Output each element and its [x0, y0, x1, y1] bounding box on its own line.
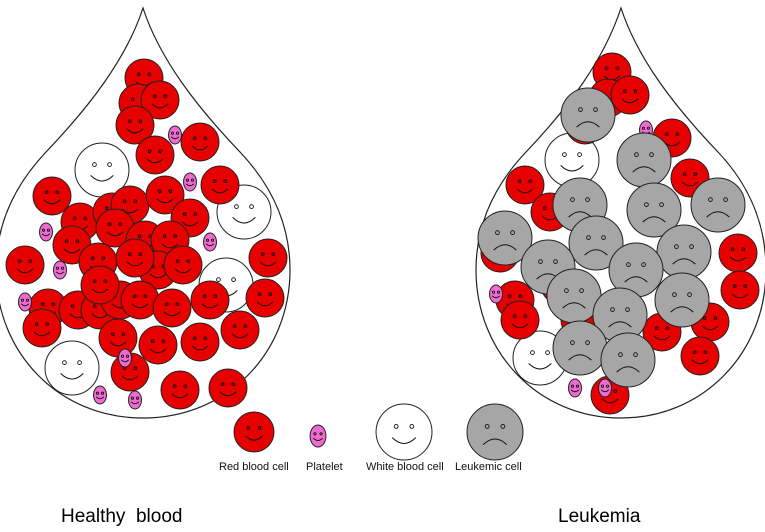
leukemic-cell	[616, 132, 672, 188]
platelet-cell	[128, 390, 142, 410]
leukemic-cell	[568, 215, 624, 271]
platelet-cell	[598, 378, 612, 398]
platelet-cell	[53, 260, 67, 280]
red-cell	[98, 318, 138, 358]
red-cell	[152, 288, 192, 328]
white-cell	[74, 142, 130, 198]
red-cell	[140, 80, 180, 120]
healthy-blood-drop	[0, 6, 291, 419]
leukemic-cell	[654, 272, 710, 328]
red-cell	[135, 135, 175, 175]
red-cell	[180, 322, 220, 362]
leukemia-title: Leukemia	[558, 506, 641, 527]
red-cell	[5, 245, 45, 285]
red-cell	[718, 233, 758, 273]
platelet-cell	[568, 378, 582, 398]
healthy-blood-title: Healthy blood	[61, 506, 182, 527]
leukemic-cell	[656, 224, 712, 280]
red-cell	[500, 300, 540, 340]
red-cell	[163, 245, 203, 285]
red-cell	[160, 370, 200, 410]
leukemic-cell	[600, 332, 656, 388]
legend: Red blood cell Platelet White blood cell…	[219, 403, 524, 473]
platelet-cell	[183, 172, 197, 192]
red-cell	[720, 270, 760, 310]
red-cell	[610, 75, 650, 115]
leukemia-cells	[477, 52, 760, 415]
legend-label-leukemic-cell: Leukemic cell	[455, 461, 522, 473]
platelet-cell	[168, 125, 182, 145]
platelet-cell	[309, 424, 327, 448]
red-cell	[32, 176, 72, 216]
red-cell	[180, 122, 220, 162]
red-cell	[145, 175, 185, 215]
healthy-cells	[5, 58, 288, 410]
platelet-cell	[18, 292, 32, 312]
red-cell	[233, 411, 275, 453]
leukemic-cell	[466, 403, 524, 461]
legend-label-platelet: Platelet	[306, 461, 343, 473]
red-cell	[248, 238, 288, 278]
red-cell	[22, 308, 62, 348]
leukemic-cell	[477, 210, 533, 266]
legend-label-white-blood-cell: White blood cell	[366, 461, 444, 473]
platelet-cell	[39, 222, 53, 242]
red-cell	[505, 165, 545, 205]
red-cell	[80, 265, 120, 305]
red-cell	[190, 280, 230, 320]
leukemic-cell	[552, 320, 608, 376]
leukemia-blood-drop	[475, 6, 765, 419]
white-cell	[44, 340, 100, 396]
platelet-cell	[489, 284, 503, 304]
leukemic-cell	[560, 87, 616, 143]
legend-icons	[233, 403, 524, 461]
red-cell	[220, 310, 260, 350]
platelet-cell	[203, 232, 217, 252]
red-cell	[245, 278, 285, 318]
legend-label-red-blood-cell: Red blood cell	[219, 461, 289, 473]
red-cell	[200, 165, 240, 205]
red-cell	[115, 105, 155, 145]
platelet-cell	[93, 385, 107, 405]
leukemic-cell	[626, 182, 682, 238]
red-cell	[208, 368, 248, 408]
red-cell	[680, 336, 720, 376]
red-cell	[138, 325, 178, 365]
red-cell	[115, 238, 155, 278]
platelet-cell	[118, 348, 132, 368]
leukemic-cell	[690, 177, 746, 233]
white-cell	[375, 403, 433, 461]
